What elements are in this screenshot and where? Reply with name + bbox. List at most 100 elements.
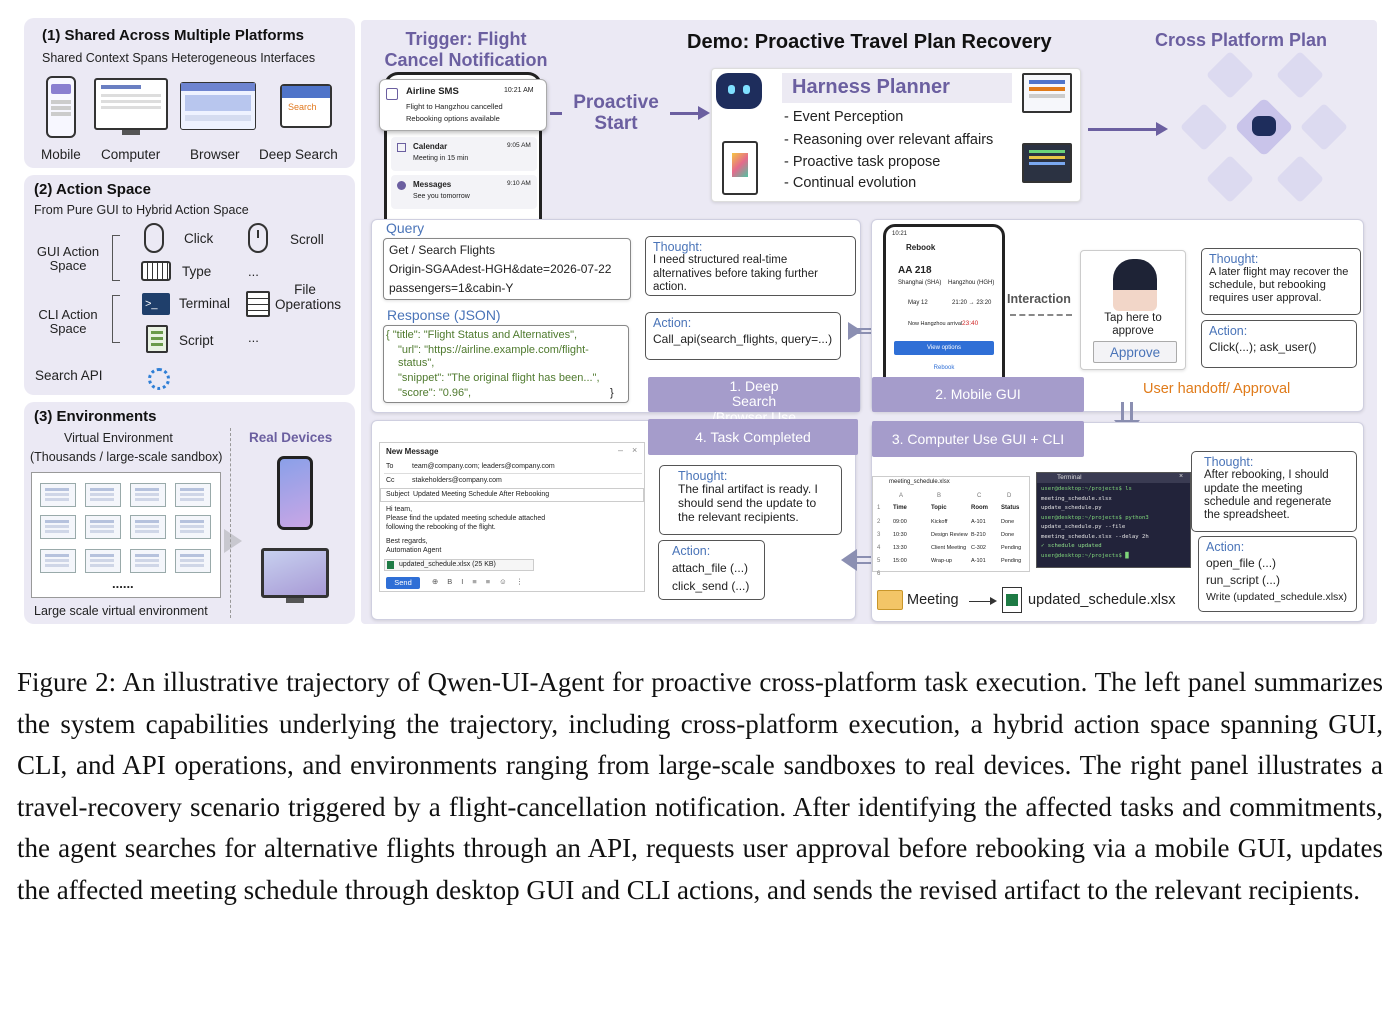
- step4-action: Action: attach_file (...) click_send (..…: [658, 540, 765, 600]
- panel-action-space: (2) Action Space From Pure GUI to Hybrid…: [24, 175, 355, 395]
- click-label: Click: [184, 231, 214, 246]
- phone-icon: [1299, 102, 1349, 152]
- excel-icon: [387, 561, 394, 569]
- sheet-cell: 10:30: [893, 532, 907, 538]
- formatting-toolbar[interactable]: ⊕BI≡≡☺⋮: [432, 577, 533, 586]
- folder-icon: [877, 590, 903, 610]
- subject-row: [380, 488, 644, 502]
- sheet-row-number: 2: [877, 519, 881, 525]
- sheet-header-cell: Room: [971, 505, 988, 511]
- monitor-icon-bottom: [1022, 143, 1072, 183]
- planner-item: - Reasoning over relevant affairs: [784, 132, 994, 148]
- arrow-icon: [1156, 122, 1168, 136]
- action-text: Click(...); ask_user(): [1209, 340, 1317, 355]
- minimize-icon[interactable]: –: [618, 445, 624, 455]
- demo-title: Demo: Proactive Travel Plan Recovery: [687, 31, 1052, 53]
- notif-line: See you tomorrow: [413, 193, 470, 200]
- panel-title: (2) Action Space: [34, 181, 151, 198]
- action-text: attach_file (...): [672, 561, 749, 576]
- sandbox-grid: ......: [31, 472, 221, 598]
- planner-item: - Event Perception: [784, 109, 904, 125]
- step3-action: Action: open_file (...) run_script (...)…: [1198, 536, 1357, 612]
- panel-title: (1) Shared Across Multiple Platforms: [42, 27, 305, 44]
- file-operations-icon: [246, 291, 270, 317]
- notif-title: Airline SMS: [406, 86, 459, 97]
- notif-time: 9:10 AM: [507, 180, 531, 187]
- sheet-cell: C-302: [971, 545, 986, 551]
- excel-file-icon: [1002, 587, 1022, 613]
- body-line: Automation Agent: [386, 547, 442, 554]
- script-label: Script: [179, 333, 214, 348]
- response-box: { "title": "Flight Status and Alternativ…: [383, 325, 629, 403]
- json-line: status",: [398, 357, 435, 369]
- notif-time: 10:21 AM: [504, 87, 534, 94]
- figure-caption: Figure 2: An illustrative trajectory of …: [17, 667, 1383, 905]
- step2-action: Action: Click(...); ask_user(): [1201, 320, 1357, 368]
- robot-icon: [716, 73, 762, 109]
- real-phone-icon: [277, 456, 313, 530]
- query-line: passengers=1&cabin-Y: [389, 281, 514, 295]
- route-from: Shanghai (SHA): [898, 280, 942, 286]
- env-footer: Large scale virtual environment: [34, 604, 208, 618]
- subject-label: Subject: [386, 491, 410, 498]
- label-computer: Computer: [101, 147, 161, 162]
- email-compose: New Message – × To team@company.com; lea…: [379, 442, 645, 592]
- notif-line: Rebooking options available: [406, 114, 500, 123]
- flight-number: AA 218: [898, 265, 932, 276]
- step4-label: 4. Task Completed: [648, 419, 858, 455]
- send-button[interactable]: Send: [386, 577, 420, 589]
- cli-action-label: CLI Action Space: [38, 307, 98, 336]
- cc-field[interactable]: stakeholders@company.com: [412, 477, 502, 484]
- panel-environments: (3) Environments Virtual Environment (Th…: [24, 402, 355, 624]
- close-icon[interactable]: ×: [632, 445, 638, 455]
- terminal-line: user@desktop:~/projects$ ls: [1041, 486, 1132, 492]
- label-deep-search: Deep Search: [259, 147, 338, 162]
- body-line: Hi team,: [386, 506, 413, 513]
- json-line: "snippet": "The original flight has been…: [398, 372, 600, 384]
- sheet-cell: Client Meeting: [931, 545, 967, 551]
- sheet-cell: Done: [1001, 532, 1015, 538]
- virtual-env-sub: (Thousands / large-scale sandbox): [30, 450, 223, 464]
- chat-icon: [386, 88, 398, 100]
- attachment-chip[interactable]: updated_schedule.xlsx (25 KB): [384, 559, 534, 571]
- rebook-button[interactable]: Rebook: [933, 365, 955, 371]
- view-options-label: View options: [927, 345, 961, 351]
- approve-button[interactable]: Approve: [1093, 341, 1177, 363]
- terminal-line: update_schedule.py: [1041, 505, 1102, 511]
- query-box: Get / Search Flights Origin-SGAAdest-HGH…: [383, 238, 631, 300]
- label-mobile: Mobile: [41, 147, 81, 162]
- action-heading: Action:: [1209, 324, 1248, 338]
- json-line: "score": "0.96",: [398, 387, 472, 399]
- avatar: [1113, 259, 1157, 311]
- search-text: Search: [288, 102, 317, 112]
- terminal-close-icon[interactable]: ×: [1179, 473, 1184, 480]
- subject-field[interactable]: Updated Meeting Schedule After Rebooking: [413, 491, 550, 498]
- send-label: Send: [394, 578, 412, 587]
- virtual-env-label: Virtual Environment: [64, 431, 173, 445]
- thought-text: I need structured real-time alternatives…: [653, 254, 818, 293]
- sheet-header-cell: Topic: [931, 505, 947, 511]
- grid-dots: ......: [112, 576, 134, 591]
- response-label: Response (JSON): [387, 307, 501, 323]
- step2-label: 2. Mobile GUI: [872, 377, 1084, 412]
- cross-platform-diagram: [1179, 50, 1349, 204]
- sheet-row-number: 5: [877, 558, 881, 564]
- mouse-click-icon: [144, 223, 164, 253]
- computer-icon: [94, 78, 168, 130]
- email-title: New Message: [386, 447, 439, 456]
- view-options-button[interactable]: View options: [894, 341, 994, 355]
- left-arrow-icon: [841, 549, 857, 571]
- terminal-line: ✓ schedule updated: [1041, 543, 1102, 549]
- handoff-label: User handoff/ Approval: [1143, 381, 1291, 397]
- calendar-icon: [397, 143, 406, 152]
- notification-airline: Airline SMS 10:21 AM Flight to Hangzhou …: [379, 79, 547, 131]
- harness-planner-card: Harness Planner - Event Perception - Rea…: [711, 68, 1081, 202]
- to-field[interactable]: team@company.com; leaders@company.com: [412, 463, 555, 470]
- notification-phone: Airline SMS 10:21 AM Flight to Hangzhou …: [379, 72, 547, 222]
- cross-platform-title: Cross Platform Plan: [1155, 30, 1328, 50]
- step1-action: Action: Call_api(search_flights, query=.…: [645, 312, 841, 360]
- thought-heading: Thought:: [653, 240, 703, 254]
- rebook-phone: 10:21 Rebook AA 218 Shanghai (SHA) Hangz…: [883, 224, 1005, 384]
- action-text: Call_api(search_flights, query=...): [653, 332, 833, 347]
